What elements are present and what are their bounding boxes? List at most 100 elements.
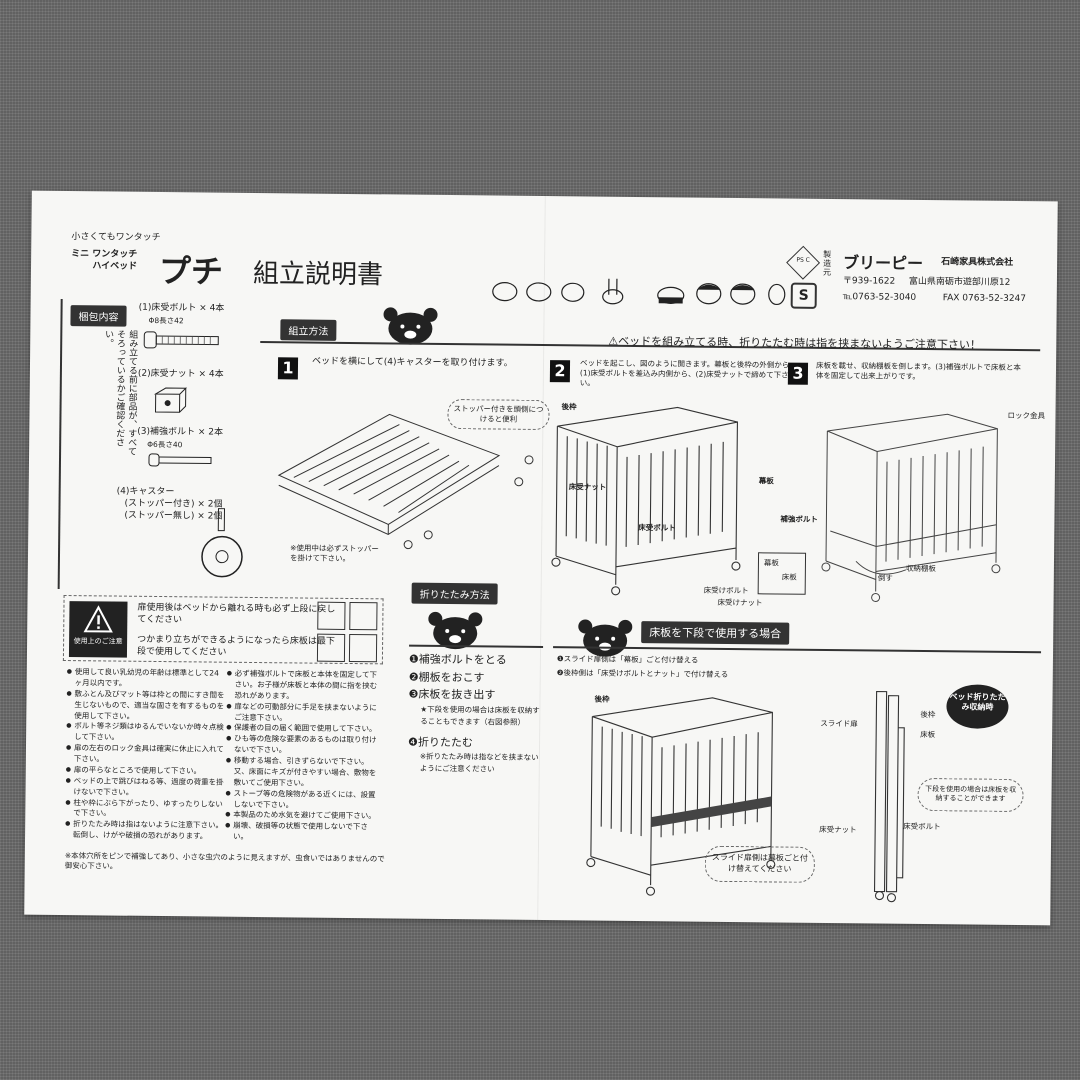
caution-right-item: 必ず補強ボルトで床板と本体を固定して下さい。お子様が床板と本体の間に指を挟む恐れ… bbox=[226, 669, 382, 703]
caution-label: 使用上のご注意 bbox=[73, 637, 123, 646]
caster-icon bbox=[201, 508, 243, 578]
ps-mark-text: PS C bbox=[796, 256, 810, 264]
step-3-label-bolt: 補強ボルト bbox=[780, 514, 818, 524]
folding-step-2: ❷棚板をおこす bbox=[408, 670, 485, 685]
folded-storage-badge: ベッド折りたたみ収納時 bbox=[946, 684, 1009, 729]
bear-icon bbox=[428, 611, 483, 650]
parts-border bbox=[57, 298, 63, 589]
caution-right-item: 移動する場合、引きずらないで下さい。又、床面にキズが付きやすい場合、敷物を敷いて… bbox=[226, 756, 382, 790]
notice-2-picto-a bbox=[316, 633, 346, 662]
step-2-detail-nut: 床受けナット bbox=[717, 597, 763, 608]
step-2-label-back-frame: 後枠 bbox=[561, 402, 577, 412]
s-logo: S bbox=[790, 282, 817, 309]
step-3-label-lock: ロック金具 bbox=[1007, 410, 1046, 421]
lower-deck-heading: 床板を下段で使用する場合 bbox=[641, 621, 790, 645]
folded-bubble: 下段を使用の場合は床板を収納することができます bbox=[917, 777, 1024, 812]
caution-notice-1: 扉使用後はベッドから離れる時も必ず上段に戻してください bbox=[137, 602, 336, 626]
caution-footnote: ※本体穴所をピンで補強してあり、小さな虫穴のように見えますが、虫食いではありませ… bbox=[64, 851, 385, 871]
bolt-icon bbox=[143, 331, 219, 349]
bolt-label: (1)床受ボルト × 4本 bbox=[138, 302, 225, 314]
step-2-diagram bbox=[551, 406, 741, 596]
folding-step-1: ❶補強ボルトをとる bbox=[408, 652, 507, 667]
step-2-label-panel: 幕板 bbox=[758, 476, 774, 486]
lower-deck-bubble: スライド扉側は幕板ごと付け替えてください bbox=[704, 845, 815, 883]
step-3-text: 床板を載せ、収納棚板を倒します。(3)補強ボルトで床板と本体を固定して出来上がり… bbox=[815, 360, 1021, 382]
company-name: 石崎家具株式会社 bbox=[941, 257, 1014, 268]
bolt-spec: Φ8長さ42 bbox=[148, 315, 184, 326]
warning-triangle-icon bbox=[83, 605, 113, 633]
folded-bed-diagram bbox=[873, 690, 905, 903]
caution-left-item: ベッドの上で跳びはねる等、過度の荷重を掛けないで下さい。 bbox=[65, 776, 223, 799]
folded-label-nut: 床受ナット bbox=[819, 824, 857, 835]
caution-badge: 使用上のご注意 bbox=[68, 601, 128, 658]
folding-steps: ❶補強ボルトをとる ❷棚板をおこす ❸床板を抜き出す ★下段を使用の場合は床板を… bbox=[408, 651, 543, 777]
caution-left-item: 敷ふとん及びマット等は枠との間にすき間を生じないもので、適当な固さを有するものを… bbox=[66, 689, 224, 723]
address: 富山県南砺市遊部川原12 bbox=[908, 276, 1011, 288]
step-1-number: 1 bbox=[277, 357, 299, 380]
document-title: 組立説明書 bbox=[252, 258, 384, 291]
animal-illustration-row bbox=[492, 278, 786, 306]
caution-notice-2: つかまり立ちができるようになったら床板は最下段で使用してください bbox=[136, 634, 335, 658]
step-1-bubble: ストッパー付きを頭側につけると便利 bbox=[447, 399, 550, 431]
step-2-number: 2 bbox=[549, 360, 571, 383]
step-3-diagram bbox=[821, 413, 1001, 603]
caution-left-item: 折りたたみ時は指はないように注意下さい。転倒し、けがや破損の恐れがあります。 bbox=[65, 819, 223, 842]
step-2-label-bolt: 床受ボルト bbox=[638, 523, 676, 533]
caution-list-right: 必ず補強ボルトで床板と本体を固定して下さい。お子様が床板と本体の間に指を挟む恐れ… bbox=[225, 669, 383, 845]
lower-deck-line-2: ❷後枠側は「床受けボルトとナット」で付け替える bbox=[556, 668, 729, 679]
instruction-sheet: 小さくてもワンタッチ ミニ ワンタッチ ハイベッド プチ 組立説明書 PS C … bbox=[24, 190, 1058, 926]
nut-icon bbox=[153, 387, 187, 413]
notice-1-picto-b bbox=[349, 601, 378, 631]
maker-label: 製造元 bbox=[822, 249, 832, 277]
step-1-diagram bbox=[277, 413, 534, 550]
step-2-detail-bolt: 床受けボルト bbox=[703, 585, 749, 596]
step-2-label-nut: 床受ナット bbox=[568, 482, 607, 492]
caution-left-item: ボルト等ネジ類はゆるんでいないか時々点検して下さい。 bbox=[66, 721, 224, 744]
folded-label-back-frame: 後枠 bbox=[920, 709, 936, 720]
step-2-text: ベッドを起こし、図のように開きます。幕板と後枠の外側から(1)床受ボルトを差込み… bbox=[579, 358, 790, 388]
lower-deck-line-1: ❶スライド扉側は「幕板」ごと付け替える bbox=[556, 654, 699, 665]
series-line-2: ハイベッド bbox=[92, 260, 138, 272]
folding-heading: 折りたたみ方法 bbox=[411, 582, 498, 605]
tagline: 小さくてもワンタッチ bbox=[71, 232, 161, 243]
caution-left-item: 使用して良い乳幼児の年齢は標準として24ヶ月以内です。 bbox=[67, 667, 225, 690]
product-name: プチ bbox=[158, 251, 224, 291]
folding-rule bbox=[409, 644, 544, 648]
folding-step-4: ❹折りたたむ bbox=[407, 735, 474, 750]
postal-code: 〒939-1622 bbox=[842, 276, 896, 287]
step-3-label-shelf: 収納棚板 bbox=[905, 563, 936, 574]
caster-label: (4)キャスター bbox=[116, 486, 175, 498]
bear-icon bbox=[383, 307, 438, 345]
folded-label-bolt: 床受ボルト bbox=[903, 821, 941, 832]
reinforce-bolt-icon bbox=[148, 453, 212, 467]
tel-number: ℡0763-52-3040 bbox=[842, 292, 917, 303]
caution-right-item: 扉などの可動部分に手足を挟まないようにご注意下さい。 bbox=[226, 701, 382, 724]
folding-step-4-note: ※折りたたみ時は指などを挟まないようにご注意ください bbox=[419, 752, 539, 774]
caution-right-item: ストーブ等の危険物がある近くには、設置しないで下さい。 bbox=[225, 788, 381, 811]
caution-right-item: ひも等の危険な要素のあるものは取り付けないで下さい。 bbox=[226, 734, 382, 757]
folding-step-3-note: ★下段を使用の場合は床板を収納することもできます（右図参照） bbox=[420, 704, 540, 727]
reinforce-bolt-label: (3)補強ボルト × 2本 bbox=[137, 426, 224, 438]
bear-icon bbox=[578, 619, 633, 657]
assembly-heading: 組立方法 bbox=[280, 319, 337, 341]
parts-heading: 梱包内容 bbox=[70, 305, 127, 327]
parts-vertical-note: 組み立てる前に部品が、すべてそろっているかご確認ください。 bbox=[102, 329, 138, 456]
caution-left-item: 柱や枠にぶら下がったり、ゆすったりしないで下さい。 bbox=[65, 798, 223, 821]
reinforce-bolt-spec: Φ6長さ40 bbox=[147, 439, 183, 450]
caution-right-item: 崩壊、破損等の状態で使用しないで下さい。 bbox=[225, 821, 381, 844]
caution-left-item: 扉の左右のロック金具は確実に休止に入れて下さい。 bbox=[66, 743, 224, 766]
lower-deck-diagram bbox=[586, 697, 776, 896]
safety-warning: ⚠ベッドを組み立てる時、折りたたむ時は指を挟まないようご注意下さい！ bbox=[608, 334, 981, 352]
notice-1-picto-a bbox=[317, 601, 346, 630]
fax-number: FAX 0763-52-3247 bbox=[942, 293, 1027, 305]
step-3-label-tilt: 倒す bbox=[877, 573, 893, 583]
caution-list-left: 使用して良い乳幼児の年齢は標準として24ヶ月以内です。敷ふとん及びマット等は枠と… bbox=[65, 667, 225, 843]
step-2-detail-panel: 幕板 bbox=[763, 558, 780, 568]
folded-label-floor: 床板 bbox=[920, 729, 936, 740]
step-1-note: ※使用中は必ずストッパーを掛けて下さい。 bbox=[289, 543, 379, 564]
folding-step-3: ❸床板を抜き出す bbox=[408, 687, 496, 702]
step-2-detail-floor: 床板 bbox=[781, 572, 797, 582]
series-line-1: ミニ ワンタッチ bbox=[71, 249, 138, 260]
brand-logo: ブリーピー bbox=[843, 253, 924, 273]
folded-label-slide-door: スライド扉 bbox=[820, 718, 858, 729]
